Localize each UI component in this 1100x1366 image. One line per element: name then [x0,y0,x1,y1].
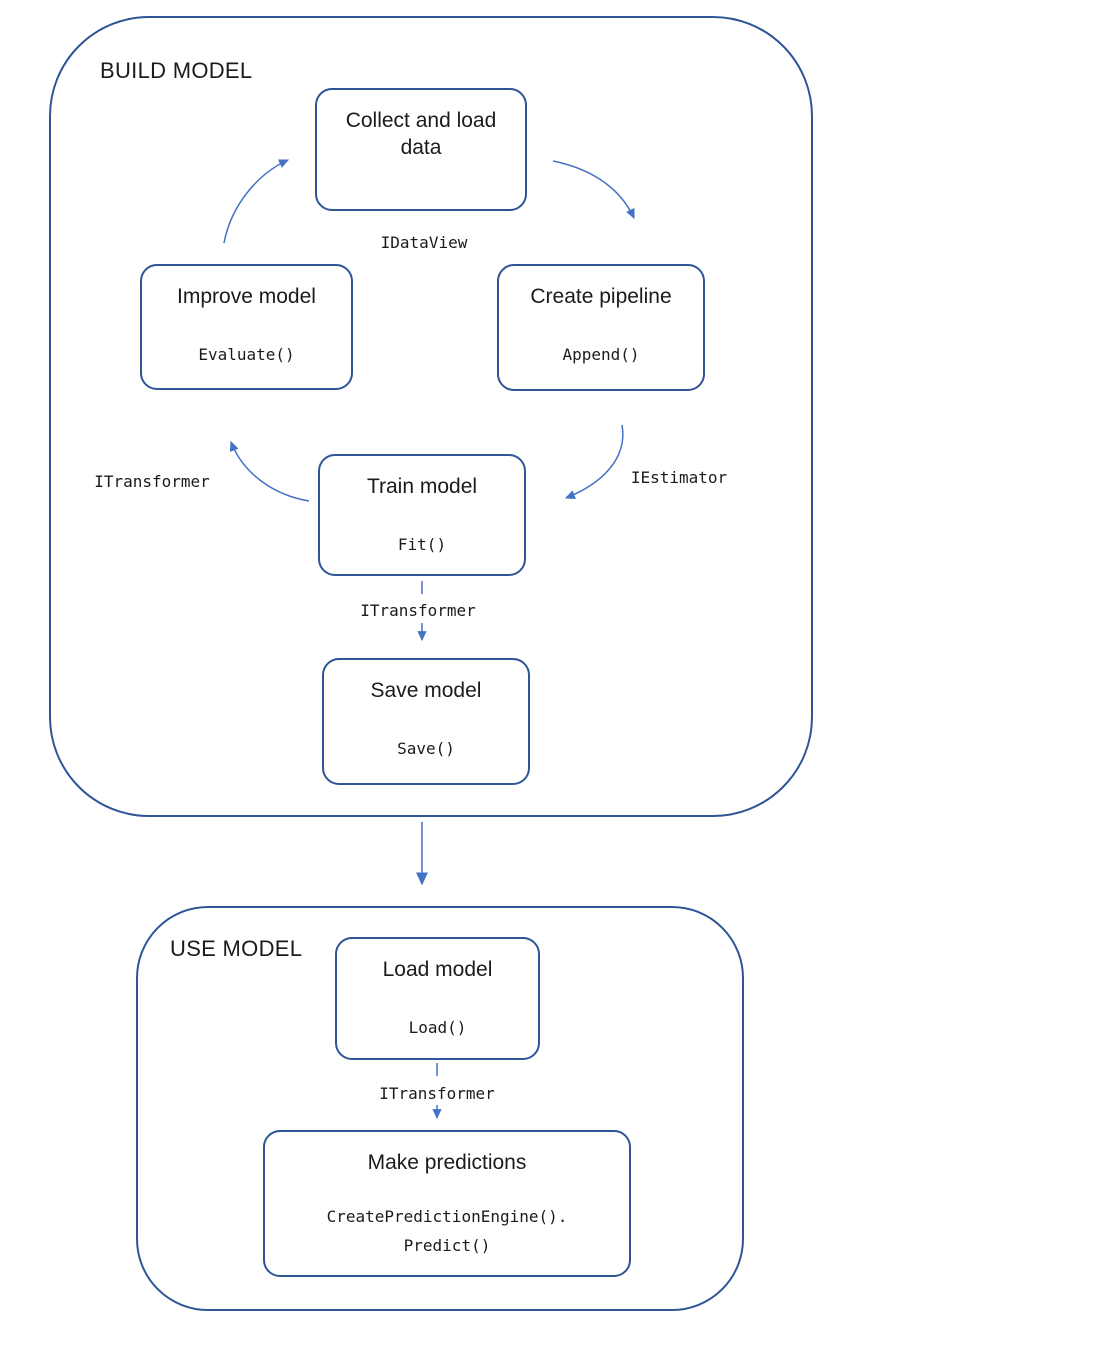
node-make-predictions: Make predictions CreatePredictionEngine(… [263,1130,631,1277]
arrow-create-to-train-icon [564,424,624,499]
node-collect-data: Collect and load data [315,88,527,211]
build-model-container: BUILD MODEL [49,16,813,817]
arrow-train-to-improve-icon [229,440,310,502]
node-save-title: Save model [370,679,482,702]
node-train-model: Train model Fit() [318,454,526,576]
build-model-label: BUILD MODEL [100,58,253,83]
use-model-label: USE MODEL [170,936,303,961]
node-load-code: Load() [408,1018,467,1037]
node-train-code: Fit() [397,535,447,554]
node-improve-title: Improve model [177,285,316,308]
node-train-title: Train model [366,475,478,498]
node-predict-code: CreatePredictionEngine(). Predict() [327,1202,568,1260]
node-collect-title: Collect and load data [345,109,497,159]
node-create-code: Append() [562,345,640,364]
node-save-model: Save model Save() [322,658,530,785]
node-predict-code-line2: Predict() [403,1236,491,1255]
node-load-title: Load model [382,958,493,981]
node-predict-code-line1: CreatePredictionEngine(). [326,1207,568,1226]
node-create-title: Create pipeline [530,285,672,308]
label-idataview: IDataView [380,233,468,252]
label-itransformer-use: ITransformer [379,1084,495,1103]
label-iestimator: IEstimator [630,468,728,487]
label-itransformer-mid: ITransformer [360,601,476,620]
label-itransformer-left: ITransformer [94,472,210,491]
use-model-container: USE MODEL [136,906,744,1311]
node-improve-code: Evaluate() [198,345,295,364]
node-create-pipeline: Create pipeline Append() [497,264,705,391]
node-load-model: Load model Load() [335,937,540,1060]
node-predict-title: Make predictions [367,1151,527,1174]
arrow-collect-to-create-icon [552,160,635,220]
node-save-code: Save() [397,739,455,758]
arrow-improve-to-collect-icon [223,159,290,244]
node-improve-model: Improve model Evaluate() [140,264,353,390]
